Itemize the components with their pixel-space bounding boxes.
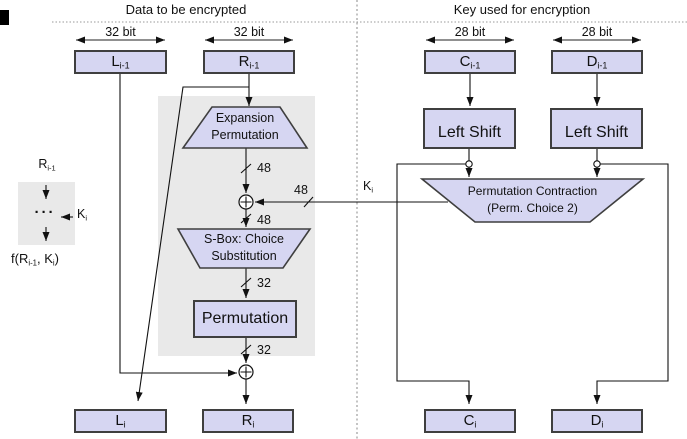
xor-lower	[238, 364, 254, 380]
register-label: Ci	[463, 411, 477, 430]
left-shift-c-block: Left Shift	[423, 108, 516, 149]
left-shift-label: Left Shift	[564, 124, 629, 141]
black-corner-mark	[0, 10, 9, 25]
expansion-permutation-block	[181, 106, 309, 149]
bitwidth-label-d-prev: 28 bit	[581, 25, 613, 39]
legend-arrows	[42, 185, 73, 241]
bitwidth-label-c-prev: 28 bit	[454, 25, 486, 39]
register-box-l-prev: Li-1	[74, 50, 167, 74]
wire-loop-to-dnext	[593, 163, 669, 404]
legend-function-label: f(Ri-1, Ki)	[11, 251, 59, 268]
register-label: Ci-1	[459, 52, 481, 71]
legend-dots: ···	[34, 204, 56, 221]
register-box-c-next: Ci	[424, 409, 516, 433]
permutation-label: Permutation	[201, 310, 289, 327]
bus-ticks	[240, 163, 314, 355]
legend-input-label: Ri-1	[38, 157, 56, 173]
buswidth-sbox-out: 32	[257, 276, 271, 290]
register-box-d-next: Di	[551, 409, 643, 433]
sbox-block	[176, 228, 312, 269]
register-label: Di	[590, 411, 604, 430]
permutation-block: Permutation	[193, 300, 297, 338]
bitwidth-label-r-prev: 32 bit	[233, 25, 265, 39]
buswidth-expansion-out: 48	[257, 161, 271, 175]
tick-permutation-out	[240, 344, 252, 355]
tick-expansion-out	[240, 163, 252, 174]
register-label: Di-1	[586, 52, 608, 71]
left-shift-d-block: Left Shift	[550, 108, 643, 149]
wire-lprev-to-xor	[119, 74, 237, 377]
bitwidth-label-l-prev: 32 bit	[105, 25, 136, 39]
register-label: Li-1	[111, 52, 130, 71]
legend-key-label: Ki	[77, 207, 88, 223]
branch-node-c	[465, 160, 473, 168]
buswidth-permutation-out: 32	[257, 343, 271, 357]
perm-choice-2-label: Permutation Contraction(Perm. Choice 2)	[467, 184, 598, 215]
perm-choice-2-block	[419, 178, 646, 223]
buswidth-key-in: 48	[294, 183, 308, 197]
left-shift-label: Left Shift	[437, 124, 502, 141]
register-box-l-next: Li	[74, 409, 167, 433]
register-label: Li	[115, 411, 126, 430]
branch-node-d	[593, 160, 601, 168]
tick-sbox-out	[240, 277, 252, 288]
register-box-r-next: Ri	[202, 409, 294, 433]
register-box-c-prev: Ci-1	[424, 50, 516, 74]
header-right-label: Key used for encryption	[453, 2, 591, 17]
register-label: Ri-1	[238, 52, 260, 71]
xor-plus-glyph	[240, 366, 252, 378]
tick-key-in	[303, 196, 314, 208]
register-label: Ri	[241, 411, 255, 430]
buswidth-xor-out: 48	[257, 213, 271, 227]
tick-xor-out	[240, 213, 252, 224]
register-box-r-prev: Ri-1	[203, 50, 295, 74]
header-left-label: Data to be encrypted	[125, 2, 247, 17]
xor-plus-glyph	[240, 196, 252, 208]
xor-upper	[238, 194, 254, 210]
wire-rprev-to-lnext	[135, 86, 249, 402]
register-box-d-prev: Di-1	[551, 50, 643, 74]
subkey-label: Ki	[363, 179, 374, 195]
wire-loop-to-cnext	[396, 163, 473, 404]
